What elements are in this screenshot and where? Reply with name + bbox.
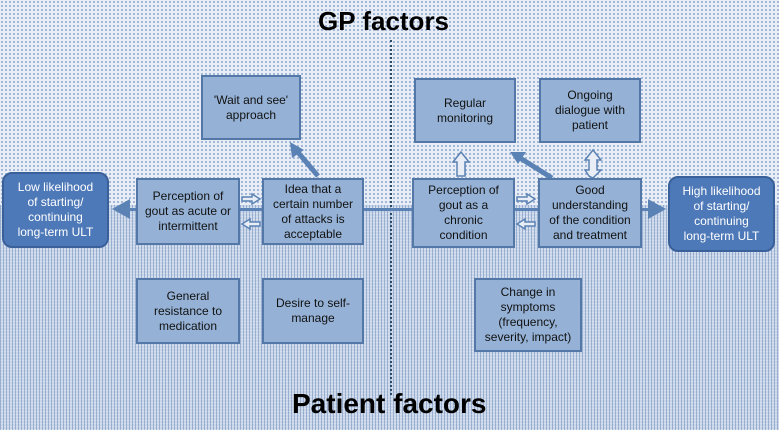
high-likelihood-outcome: High likelihood of starting/ continuing … [668,176,775,252]
arrow-understanding-dialogue [583,148,603,179]
arrow-understanding-to-monitoring-head [510,152,526,164]
low-likelihood-outcome: Low likelihood of starting/ continuing l… [2,172,109,248]
center-divider [390,40,392,395]
idea-attacks-box: Idea that a certain number of attacks is… [262,178,364,245]
gp-factors-title: GP factors [318,6,450,36]
wait-and-see-box: 'Wait and see' approach [201,75,301,140]
double-arrow-acute-idea [240,192,262,231]
likelihood-axis-line [128,208,650,211]
arrow-understanding-to-monitoring [518,155,554,181]
good-understanding-box: Good understanding of the condition and … [538,178,642,248]
arrow-idea-to-wait-head [290,142,304,158]
change-symptoms-box: Change in symptoms (frequency, severity,… [474,278,582,352]
arrow-idea-to-wait [294,148,320,178]
patient-factors-title: Patient factors [292,388,487,419]
general-resistance-box: General resistance to medication [136,278,240,344]
perception-chronic-box: Perception of gout as a chronic conditio… [412,178,515,248]
axis-right-arrowhead [648,199,666,219]
axis-left-arrowhead [112,199,130,219]
arrow-chronic-to-monitoring [451,150,471,177]
patient-factors-zone [0,205,779,430]
regular-monitoring-box: Regular monitoring [414,78,516,143]
desire-self-manage-box: Desire to self- manage [262,278,364,344]
perception-acute-box: Perception of gout as acute or intermitt… [136,178,240,245]
double-arrow-chronic-understanding [515,192,537,231]
ongoing-dialogue-box: Ongoing dialogue with patient [539,78,641,143]
